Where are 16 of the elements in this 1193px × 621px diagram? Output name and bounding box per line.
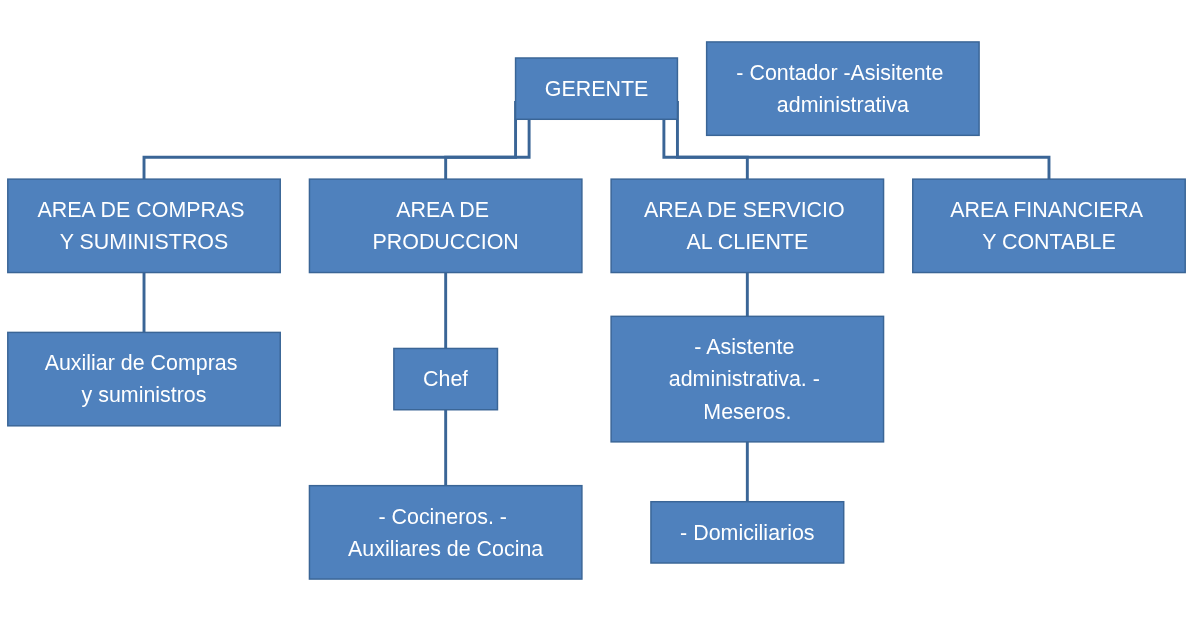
connector	[745, 272, 749, 318]
node-box: Chef	[393, 347, 499, 411]
node-box: AREA DE COMPRAS Y SUMINISTROS	[7, 178, 281, 274]
node-box: - Domiciliarios	[650, 500, 845, 564]
node-box: - Contador -Asisitente administrativa	[705, 41, 980, 137]
node-box: AREA FINANCIERA Y CONTABLE	[912, 178, 1186, 274]
node-box: AREA DE PRODUCCION	[308, 178, 583, 274]
node-box: - Cocineros. - Auxiliares de Cocina	[308, 484, 583, 580]
connector	[662, 119, 749, 181]
connector	[444, 119, 531, 181]
node-box: GERENTE	[514, 57, 679, 121]
node-box: AREA DE SERVICIO AL CLIENTE	[610, 178, 885, 274]
connector	[142, 272, 146, 334]
node-box: - Asistente administrativa. - Meseros.	[610, 315, 885, 443]
node-box: Auxiliar de Compras y suministros	[7, 331, 281, 427]
connector	[444, 272, 448, 350]
